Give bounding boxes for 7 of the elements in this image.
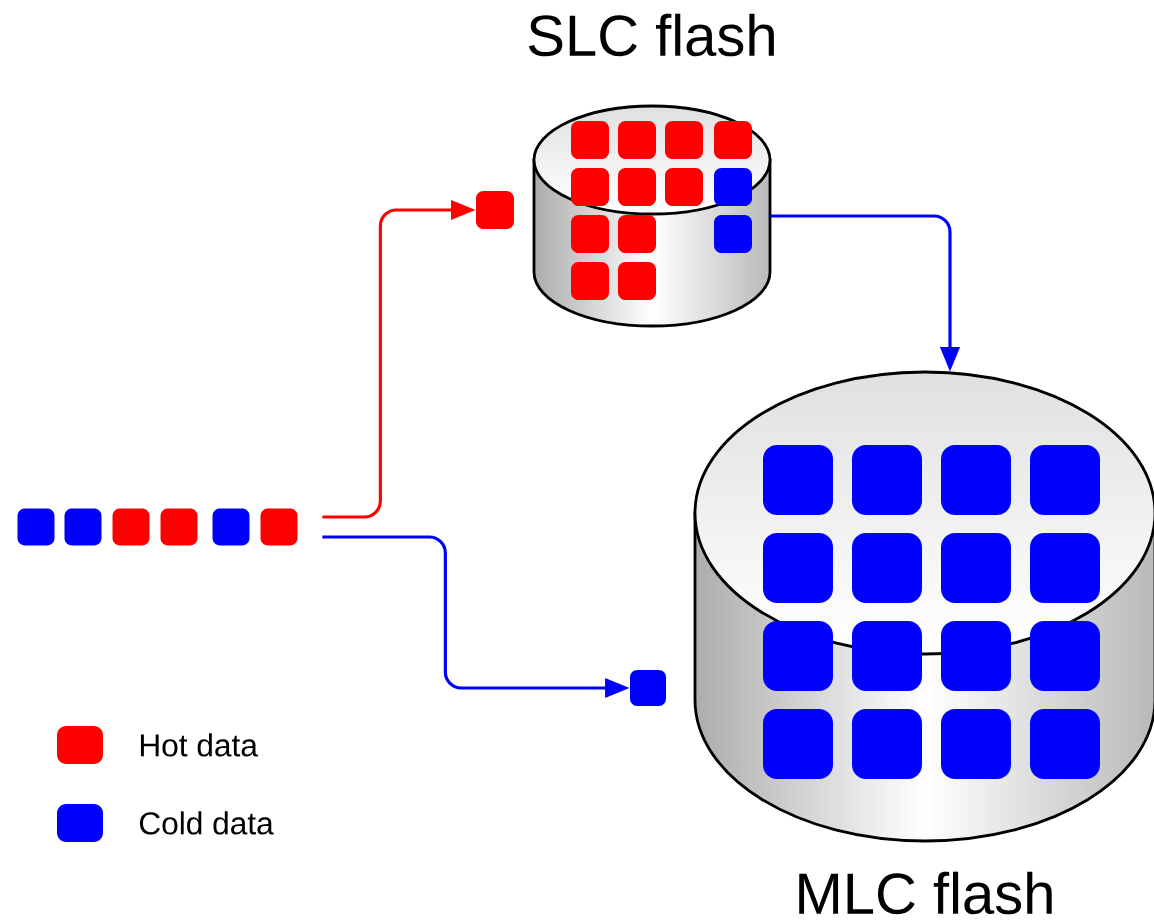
legend-label: Hot data xyxy=(140,733,258,757)
cylinder-label: MLC flash xyxy=(799,871,1052,915)
legend-label: Cold data xyxy=(139,811,274,835)
data-stream-drawing xyxy=(17,508,298,546)
cylinder-label: SLC flash xyxy=(528,13,774,57)
data-block xyxy=(476,191,514,229)
data-block xyxy=(630,670,666,706)
